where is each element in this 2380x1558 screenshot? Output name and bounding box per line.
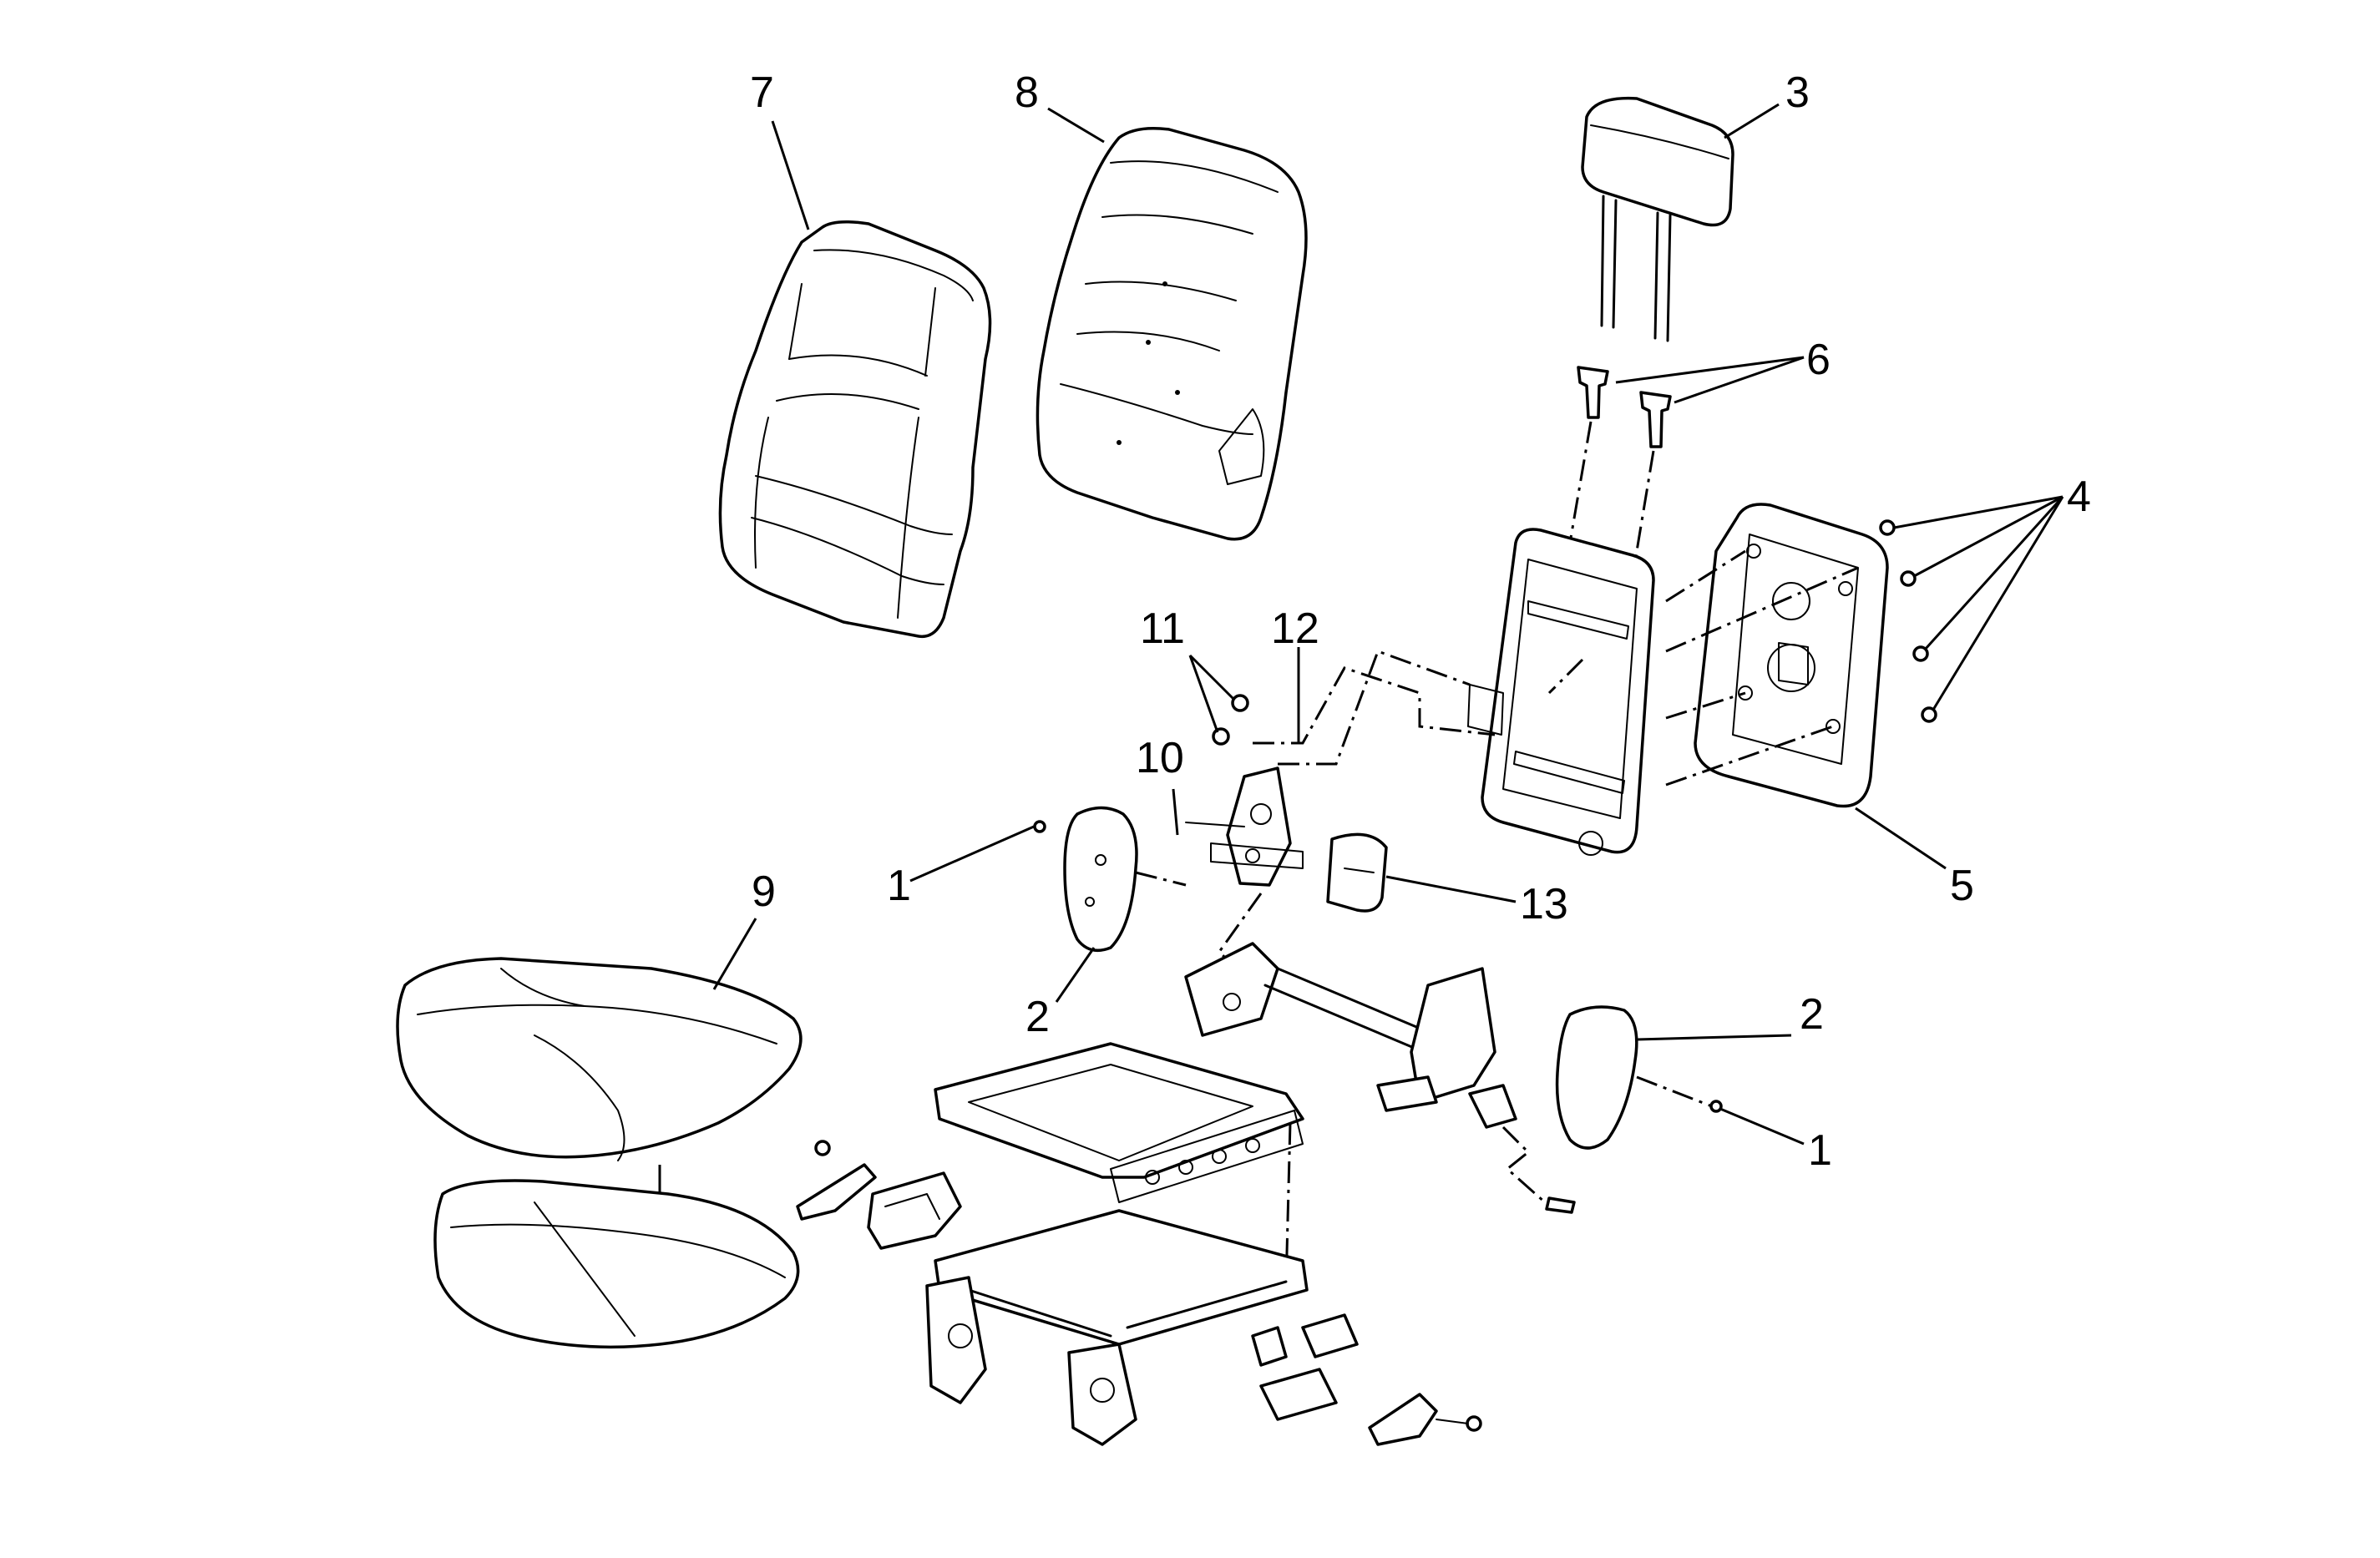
seat-cross-bar (1184, 942, 1576, 1214)
seatback-panel (1694, 503, 1889, 808)
callout-9: 9 (752, 868, 776, 916)
seat-track-frame (925, 1209, 1309, 1446)
panel-nuts (1879, 519, 1937, 723)
seatback-cover-front (718, 220, 992, 639)
callout-10: 10 (1136, 734, 1184, 782)
callout-2-right: 2 (1800, 990, 1824, 1039)
recliner-mechanism (1185, 650, 1496, 987)
callout-4: 4 (2067, 473, 2091, 521)
headrest-guides (1568, 366, 1672, 577)
seatback-frame (1467, 528, 1859, 856)
seatback-cover-rear (1036, 127, 1308, 541)
callout-8: 8 (1015, 68, 1039, 117)
leader-lines (712, 103, 2064, 1146)
right-side-cover (1555, 1005, 1723, 1150)
left-side-cover (1033, 806, 1187, 953)
callout-7: 7 (750, 68, 774, 117)
callout-13: 13 (1520, 880, 1568, 928)
seat-adjuster-handles (796, 1140, 1482, 1446)
callout-1-right: 1 (1808, 1126, 1832, 1175)
seat-cushion-pad (433, 1179, 800, 1349)
callout-2-left: 2 (1025, 993, 1050, 1041)
headrest (1581, 96, 1734, 342)
callout-3: 3 (1785, 68, 1810, 117)
callout-labels: 7 8 3 6 4 5 11 12 10 1 13 9 2 2 1 (750, 68, 2091, 1175)
callout-1-left: 1 (887, 862, 911, 910)
callout-12: 12 (1271, 604, 1319, 653)
callout-6: 6 (1806, 336, 1831, 384)
callout-5: 5 (1950, 862, 1974, 910)
callout-11: 11 (1140, 604, 1185, 653)
